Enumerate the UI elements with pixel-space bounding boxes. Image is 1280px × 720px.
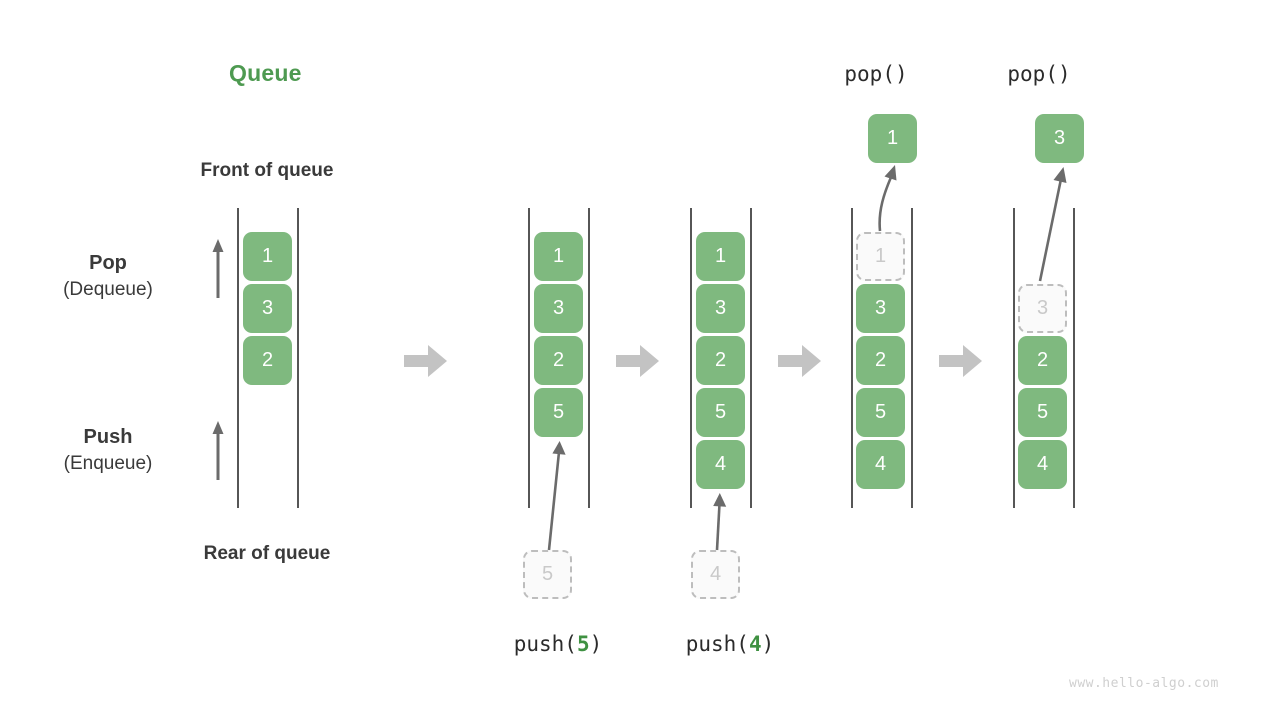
push-prefix: push( bbox=[685, 632, 749, 656]
queue-cell: 1 bbox=[696, 232, 745, 281]
queue-cell: 1 bbox=[243, 232, 292, 281]
queue-cell: 3 bbox=[696, 284, 745, 333]
push-label: Push bbox=[83, 426, 133, 448]
transition-arrow-icon bbox=[939, 344, 983, 378]
queue-cell: 2 bbox=[1018, 336, 1067, 385]
push-5-operation-label: push(5) bbox=[468, 632, 648, 656]
pop-direction-arrow-icon bbox=[212, 239, 224, 298]
queue-rail-left bbox=[1013, 208, 1015, 508]
rear-of-queue-label: Rear of queue bbox=[203, 543, 331, 564]
push-flow-arrow-icon bbox=[713, 493, 727, 551]
queue-rail-right bbox=[297, 208, 299, 508]
pop-operation-label: pop() bbox=[1007, 62, 1071, 86]
queue-rail-right bbox=[750, 208, 752, 508]
popped-value-cell: 3 bbox=[1035, 114, 1084, 163]
transition-arrow-icon bbox=[778, 344, 822, 378]
queue-rail-left bbox=[690, 208, 692, 508]
enqueue-label: (Enqueue) bbox=[63, 453, 153, 474]
popped-ghost-cell: 1 bbox=[856, 232, 905, 281]
incoming-ghost-cell: 4 bbox=[691, 550, 740, 599]
queue-cell: 2 bbox=[243, 336, 292, 385]
queue-cell: 5 bbox=[1018, 388, 1067, 437]
queue-cell: 2 bbox=[534, 336, 583, 385]
queue-cell: 5 bbox=[534, 388, 583, 437]
page-title: Queue bbox=[229, 60, 302, 86]
queue-cell: 3 bbox=[856, 284, 905, 333]
push-value: 4 bbox=[748, 632, 762, 656]
queue-rail-right bbox=[911, 208, 913, 508]
queue-cell: 4 bbox=[856, 440, 905, 489]
push-suffix: ) bbox=[761, 632, 775, 656]
push-label-group: Push (Enqueue) bbox=[23, 424, 193, 478]
queue-rail-right bbox=[588, 208, 590, 508]
queue-cell: 3 bbox=[243, 284, 292, 333]
push-direction-arrow-icon bbox=[212, 421, 224, 480]
queue-cell: 2 bbox=[696, 336, 745, 385]
transition-arrow-icon bbox=[616, 344, 660, 378]
queue-rail-left bbox=[237, 208, 239, 508]
pop-label: Pop bbox=[89, 252, 127, 274]
pop-operation-label: pop() bbox=[844, 62, 908, 86]
push-suffix: ) bbox=[589, 632, 603, 656]
queue-cell: 1 bbox=[534, 232, 583, 281]
incoming-ghost-cell: 5 bbox=[523, 550, 572, 599]
popped-value-cell: 1 bbox=[868, 114, 917, 163]
push-prefix: push( bbox=[513, 632, 577, 656]
queue-cell: 5 bbox=[856, 388, 905, 437]
queue-cell: 4 bbox=[696, 440, 745, 489]
pop-flow-arrow-icon bbox=[878, 165, 897, 232]
pop-label-group: Pop (Dequeue) bbox=[23, 250, 193, 304]
push-4-operation-label: push(4) bbox=[640, 632, 820, 656]
dequeue-label: (Dequeue) bbox=[63, 279, 153, 300]
pop-flow-arrow-icon bbox=[1038, 167, 1067, 282]
popped-ghost-cell: 3 bbox=[1018, 284, 1067, 333]
front-of-queue-label: Front of queue bbox=[200, 160, 334, 181]
push-flow-arrow-icon bbox=[547, 441, 566, 551]
queue-cell: 5 bbox=[696, 388, 745, 437]
queue-cell: 3 bbox=[534, 284, 583, 333]
watermark: www.hello-algo.com bbox=[1069, 676, 1219, 691]
queue-cell: 2 bbox=[856, 336, 905, 385]
queue-rail-right bbox=[1073, 208, 1075, 508]
transition-arrow-icon bbox=[404, 344, 448, 378]
queue-rail-left bbox=[851, 208, 853, 508]
push-value: 5 bbox=[576, 632, 590, 656]
queue-rail-left bbox=[528, 208, 530, 508]
queue-cell: 4 bbox=[1018, 440, 1067, 489]
